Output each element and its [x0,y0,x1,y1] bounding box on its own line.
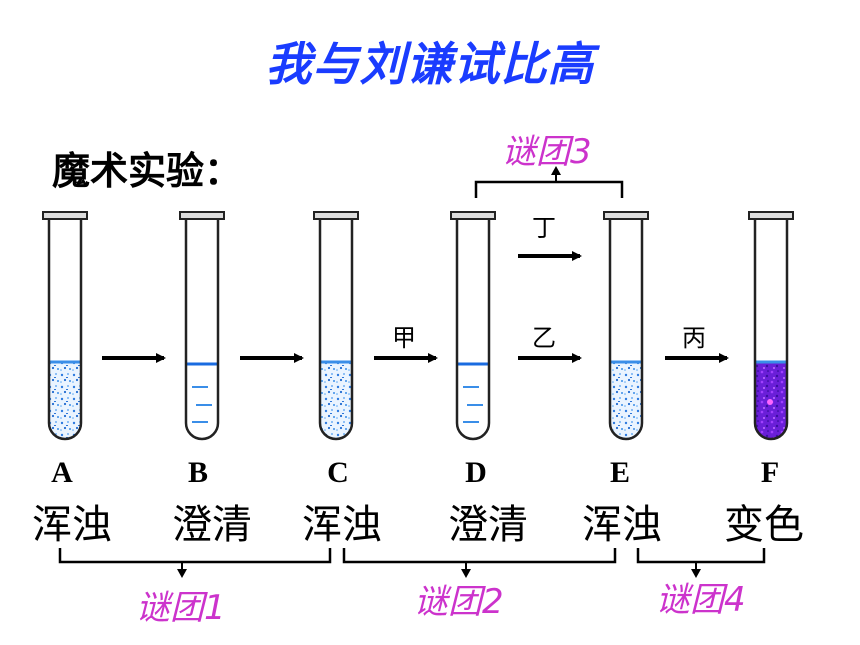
tube-letter-c: C [327,456,349,489]
tube-letter-f: F [760,456,780,489]
reagent-jia: 甲 [392,324,416,352]
tube-state-b: 澄清 [172,502,252,548]
page-title: 我与刘谦试比高 [265,37,595,91]
bracket-puzzle-1 [58,548,332,578]
test-tube-b [179,211,225,441]
reagent-bing: 丙 [682,324,706,352]
tube-state-c: 浑浊 [302,502,382,548]
puzzle-label-1: 谜团1 [136,588,226,628]
tube-letter-d: D [465,456,487,489]
puzzle-label-4: 谜团4 [656,580,746,620]
test-tube-f [748,211,794,441]
test-tube-d [450,211,496,441]
bracket-puzzle-3 [474,166,624,198]
test-tube-e [603,211,649,441]
tube-letter-b: B [187,456,208,489]
tube-letter-e: E [609,456,630,489]
tube-state-d: 澄清 [448,502,528,548]
tube-letter-a: A [51,456,73,489]
tube-state-a: 浑浊 [32,502,112,548]
reagent-yi: 乙 [532,324,556,352]
puzzle-label-3: 谜团3 [502,132,592,172]
test-tube-a [42,211,88,441]
reagent-ding: 丁 [532,214,556,242]
test-tube-c [313,211,359,441]
section-label: 魔术实验： [52,148,243,193]
tube-state-e: 浑浊 [582,502,662,548]
puzzle-label-2: 谜团2 [414,582,504,622]
tube-state-f: 变色 [724,502,804,548]
bracket-puzzle-4 [636,548,766,578]
bracket-puzzle-2 [342,548,617,578]
